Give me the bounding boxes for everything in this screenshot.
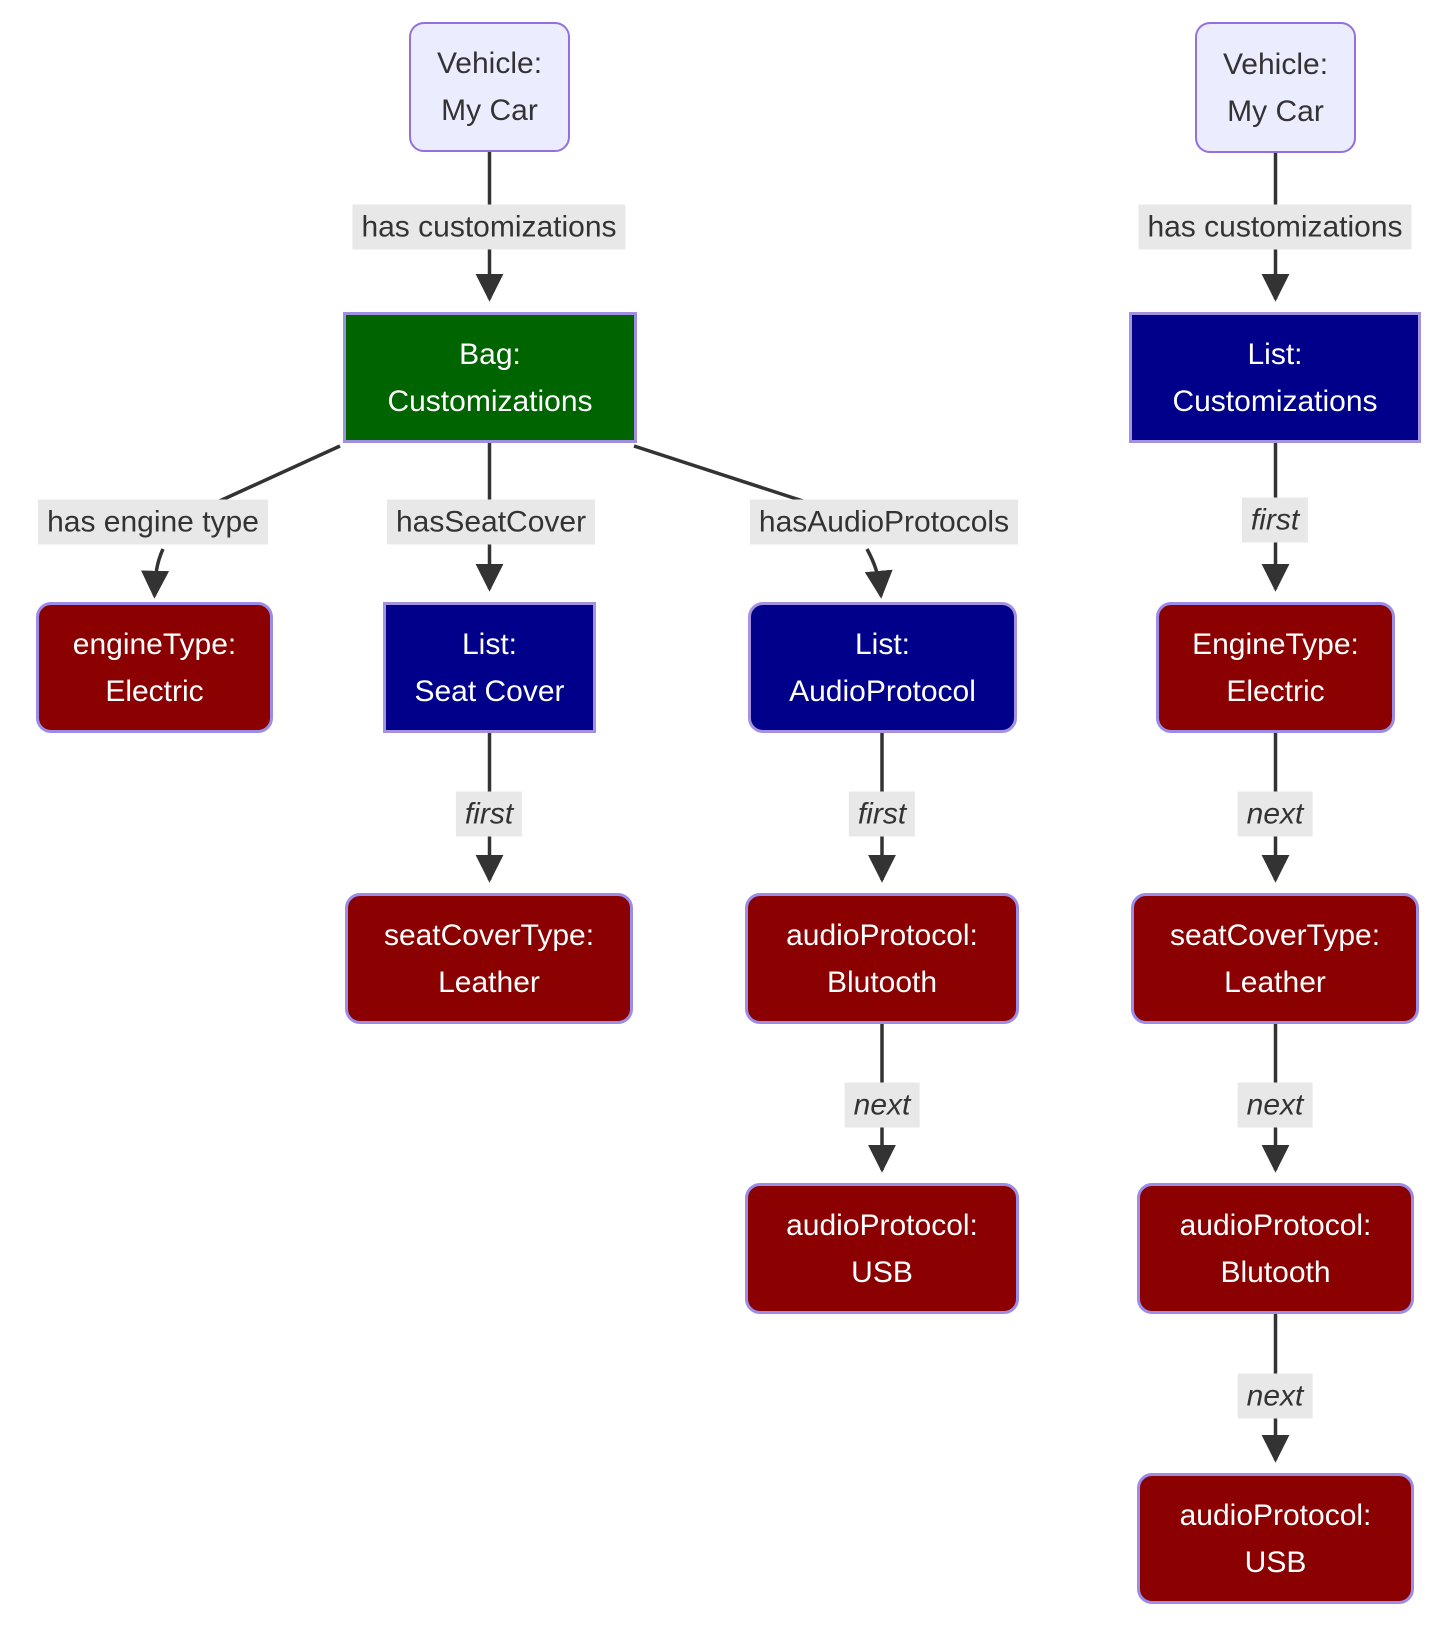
edge-label-has-customizations-right: has customizations [1138, 204, 1412, 250]
node-audioprotocol-bluetooth-right: audioProtocol: Blutooth [1137, 1183, 1414, 1314]
node-list-audio-protocol: List: AudioProtocol [748, 602, 1017, 733]
edge-label-next-audio: next [844, 1082, 920, 1128]
node-audioprotocol-bluetooth-left: audioProtocol: Blutooth [745, 893, 1019, 1024]
node-label-line: AudioProtocol [789, 674, 976, 708]
node-label-line: Blutooth [1220, 1255, 1331, 1289]
node-label-line: List: [1247, 337, 1303, 371]
edge-label-first-right: first [1241, 497, 1309, 543]
node-bag-customizations: Bag: Customizations [343, 312, 637, 443]
edge-label-has-audio-protocols: hasAudioProtocols [749, 499, 1019, 545]
edge-label-first-audio: first [848, 791, 916, 837]
edge-label-next-3-right: next [1237, 1373, 1313, 1419]
node-label-line: audioProtocol: [786, 1208, 978, 1242]
node-label-line: EngineType: [1192, 627, 1359, 661]
edge-bag-to-listaudio-lower [864, 548, 893, 599]
edge-label-has-seat-cover: hasSeatCover [386, 499, 596, 545]
node-label-line: Customizations [387, 384, 593, 418]
edge-label-first-seat: first [455, 791, 523, 837]
node-label-line: audioProtocol: [786, 918, 978, 952]
node-label-line: Customizations [1172, 384, 1378, 418]
node-vehicle-right: Vehicle: My Car [1195, 22, 1356, 153]
node-seatcovertype-right: seatCoverType: Leather [1131, 893, 1419, 1024]
node-audioprotocol-usb-left: audioProtocol: USB [745, 1183, 1019, 1314]
node-label-line: Leather [438, 965, 540, 999]
node-label-line: USB [1244, 1545, 1307, 1579]
node-label-line: My Car [1227, 94, 1324, 128]
node-list-customizations: List: Customizations [1129, 312, 1421, 443]
node-enginetype-left: engineType: Electric [36, 602, 273, 733]
edge-label-has-engine-type: has engine type [38, 499, 268, 545]
node-seatcovertype-left: seatCoverType: Leather [345, 893, 633, 1024]
node-list-seat-cover: List: Seat Cover [383, 602, 596, 733]
node-label-line: My Car [441, 94, 538, 127]
node-audioprotocol-usb-right: audioProtocol: USB [1137, 1473, 1414, 1604]
edge-label-has-customizations-left: has customizations [352, 204, 626, 250]
node-label-line: List: [854, 627, 911, 661]
edge-bag-to-listaudio-upper [633, 444, 807, 504]
node-label-line: Leather [1224, 965, 1326, 999]
edge-bag-to-enginetype-upper [212, 444, 341, 506]
node-label-line: seatCoverType: [383, 918, 595, 952]
node-label-line: Electric [105, 674, 204, 708]
node-label-line: Bag: [459, 337, 521, 371]
node-label-line: Seat Cover [414, 674, 565, 708]
edge-bag-to-enginetype-lower [141, 548, 170, 599]
node-label-line: USB [851, 1255, 913, 1289]
node-label-line: Vehicle: [436, 47, 543, 80]
node-label-line: audioProtocol: [1179, 1208, 1372, 1242]
node-label-line: audioProtocol: [1179, 1498, 1372, 1532]
edge-label-next-1-right: next [1237, 791, 1313, 837]
edge-label-next-2-right: next [1237, 1082, 1313, 1128]
node-label-line: Vehicle: [1222, 47, 1329, 81]
node-enginetype-right: EngineType: Electric [1156, 602, 1395, 733]
node-label-line: List: [461, 627, 518, 661]
node-label-line: Blutooth [826, 965, 938, 999]
node-label-line: Electric [1226, 674, 1325, 708]
node-label-line: engineType: [72, 627, 237, 661]
node-label-line: seatCoverType: [1169, 918, 1381, 952]
node-vehicle-left: Vehicle: My Car [409, 22, 570, 152]
